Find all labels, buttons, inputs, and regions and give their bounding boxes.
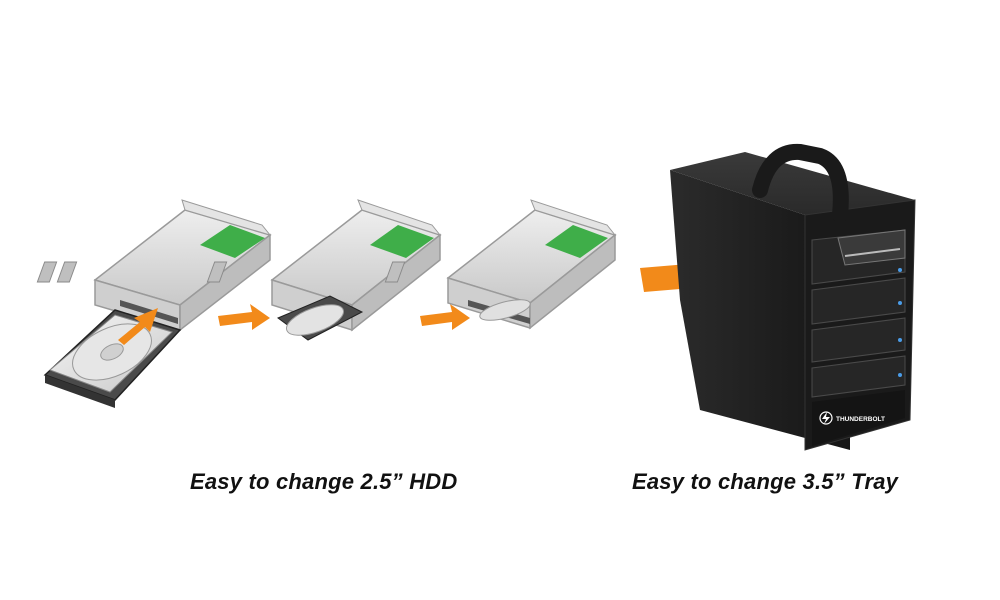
thunderbolt-icon (819, 411, 833, 425)
drive-enclosure: THUNDERBOLT (670, 143, 916, 451)
thunderbolt-logo-text: THUNDERBOLT (836, 416, 885, 423)
arrow-right-icon (118, 308, 158, 345)
caption-hdd: Easy to change 2.5” HDD (190, 469, 458, 494)
carry-handle (752, 143, 849, 223)
caption-tray: Easy to change 3.5” Tray (632, 469, 899, 494)
drive-bays (811, 229, 906, 398)
arrow-right-icon (218, 304, 270, 330)
arrow-right-icon (420, 304, 470, 330)
hdd-2-5-loose (43, 309, 182, 408)
tray-step-3 (384, 199, 617, 330)
pcb-board (200, 225, 265, 258)
